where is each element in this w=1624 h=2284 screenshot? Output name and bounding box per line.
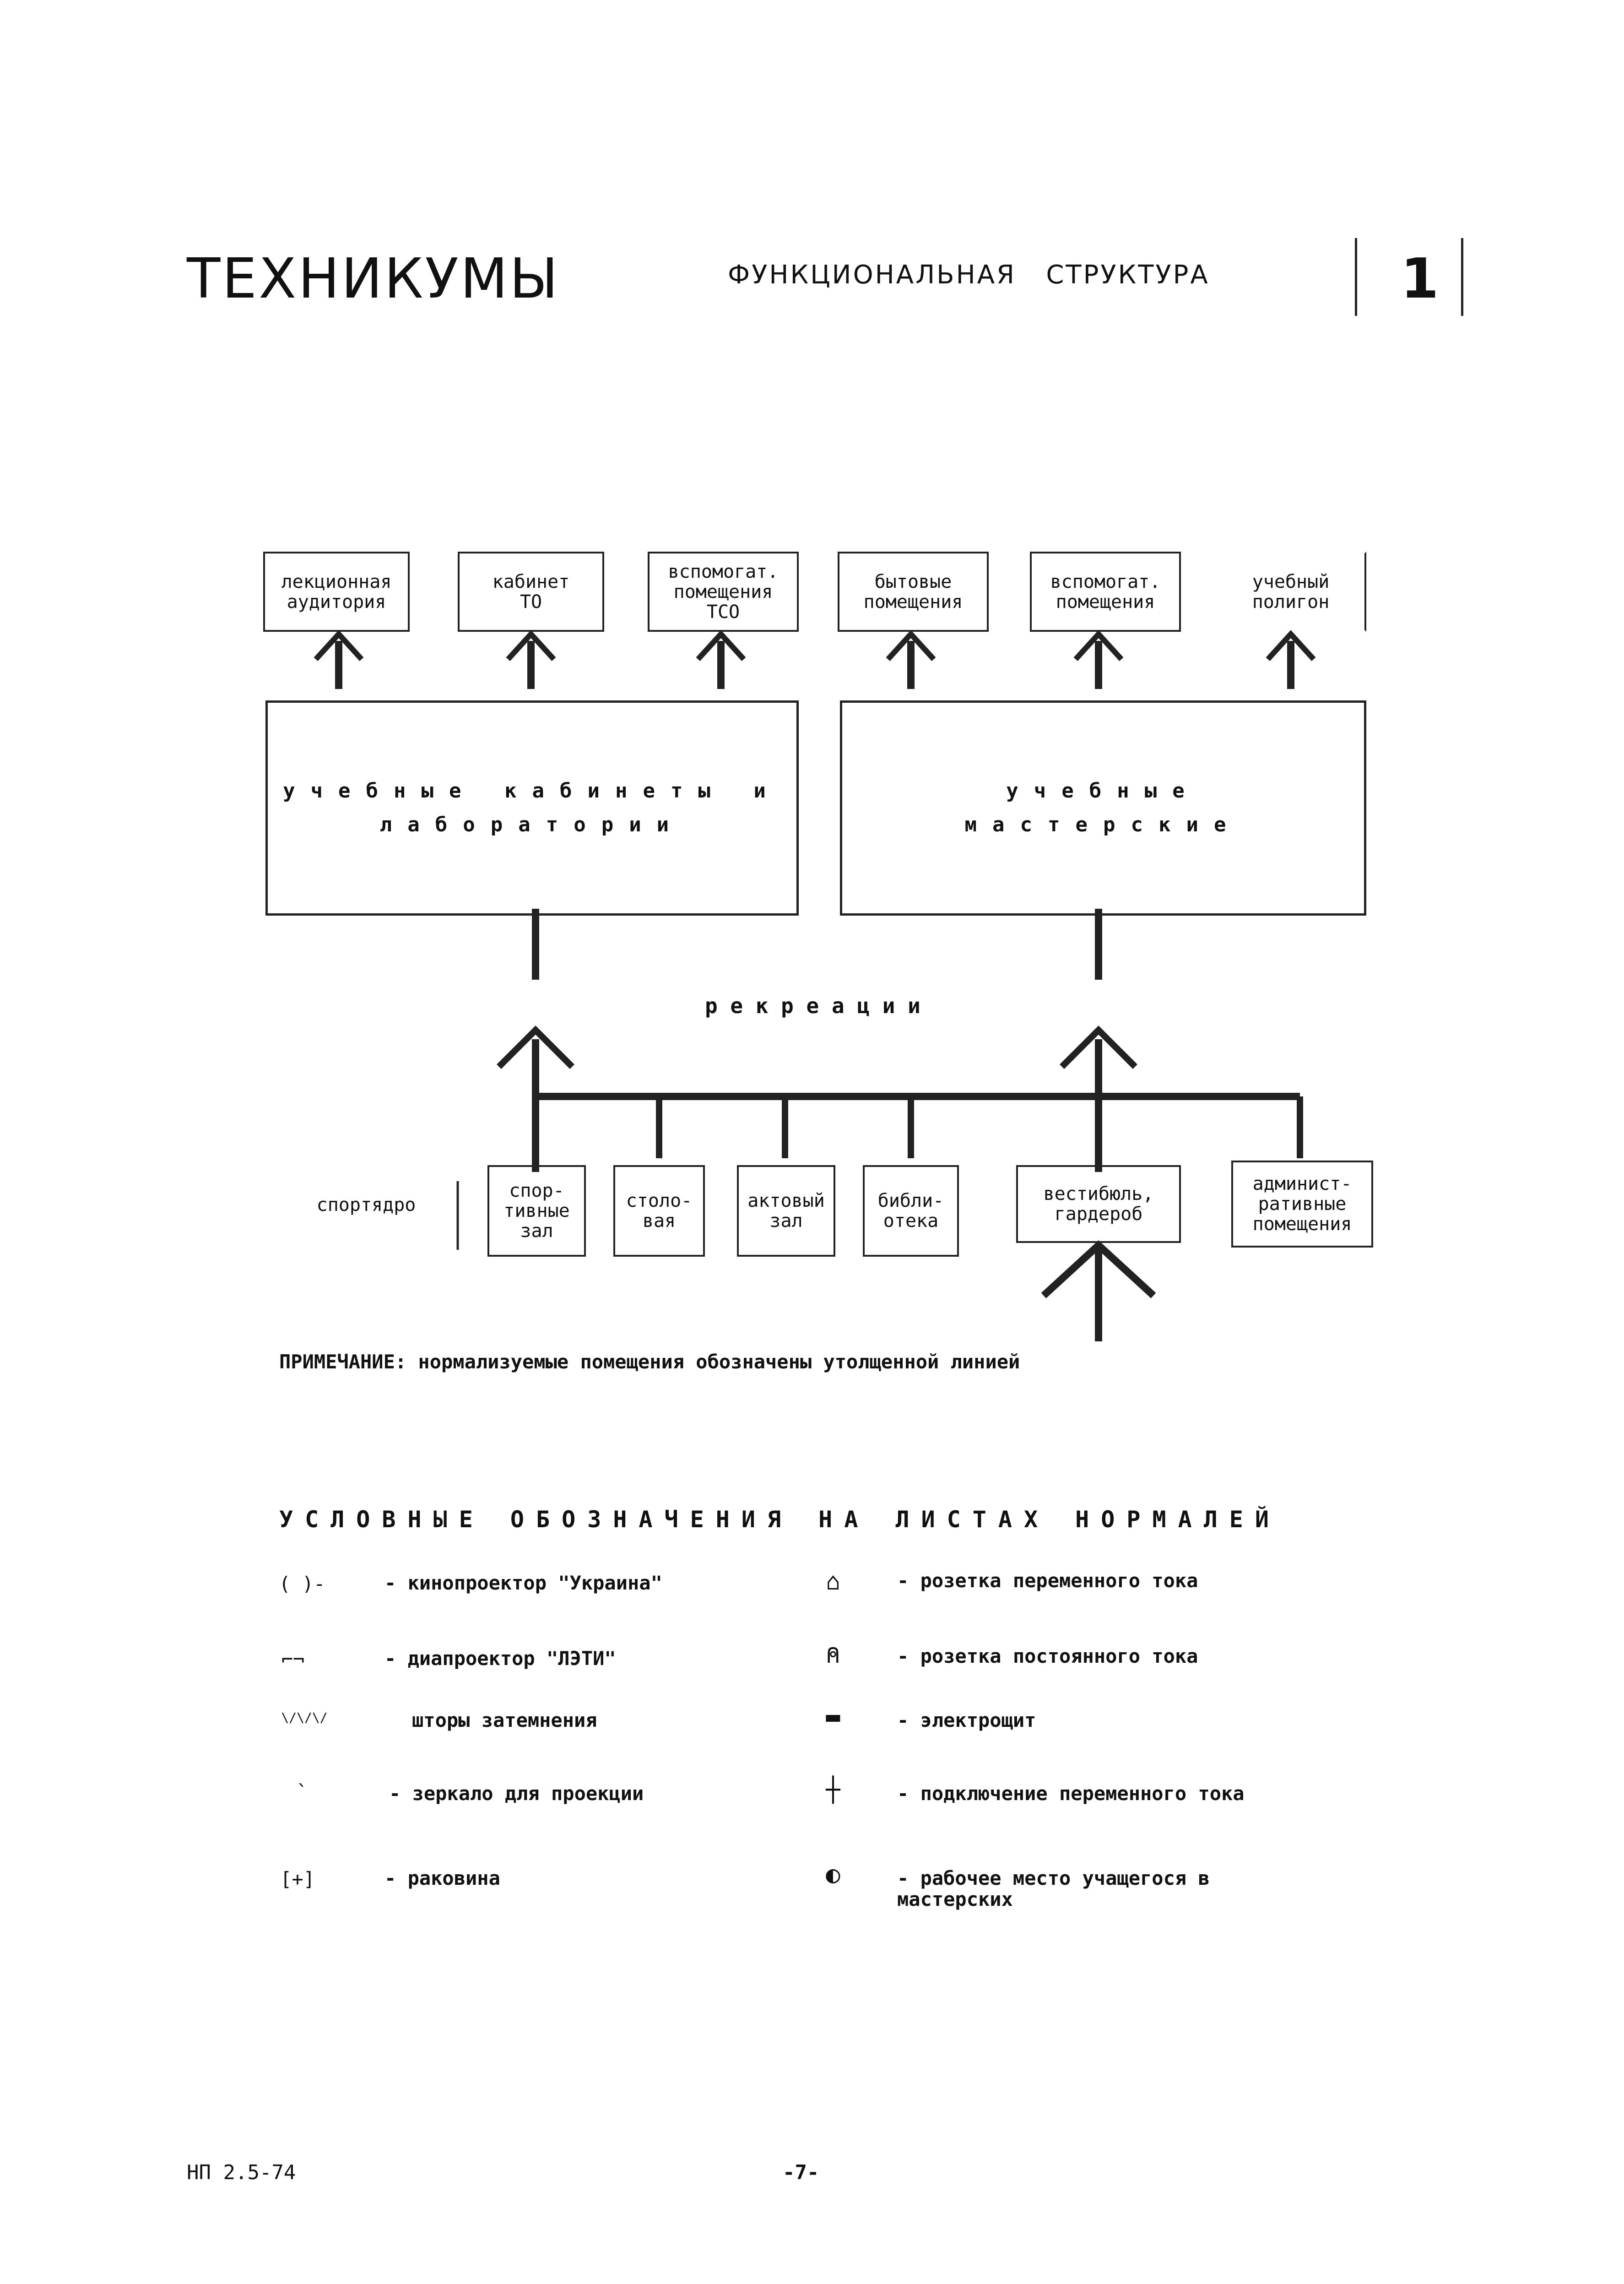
arrow-to-aux	[1073, 630, 1124, 689]
box-dining: столо- вая	[613, 1165, 705, 1257]
arrow-entrance	[1041, 1240, 1156, 1341]
box-aux-rooms: вспомогат. помещения	[1030, 552, 1181, 632]
document-code: НП 2.5-74	[187, 2161, 296, 2184]
ac-socket-icon: ⌂	[826, 1568, 840, 1595]
legend-item-sink: - раковина	[384, 1867, 500, 1889]
box-household: бытовые помещения	[838, 552, 989, 632]
arrow-to-cabinet-to	[506, 630, 556, 689]
label-recreation: р е к р е а ц и и	[705, 993, 920, 1018]
box-vestibule: вестибюль, гардероб	[1016, 1165, 1181, 1243]
arrow-recreation-left	[497, 1025, 574, 1172]
box-library: библи- отека	[863, 1165, 959, 1257]
diagram-arrows	[314, 630, 1316, 1341]
legend-item-ac-connection: - подключение переменного тока	[897, 1782, 1245, 1805]
sink-icon: [+]	[280, 1868, 315, 1890]
projection-mirror-icon: `	[296, 1781, 308, 1803]
switchboard-icon: ▬	[826, 1703, 840, 1731]
page-subtitle: ФУНКЦИОНАЛЬНАЯ СТРУКТУРА	[728, 260, 1210, 290]
legend-item-projection-mirror: - зеркало для проекции	[389, 1782, 644, 1805]
dc-socket-icon: ⍝	[826, 1641, 840, 1669]
box-training-polygon: учебный полигон	[1215, 552, 1366, 632]
legend-item-student-workplace: - рабочее место учащегося в мастерских	[897, 1867, 1210, 1910]
diagram-note: ПРИМЕЧАНИЕ: нормализуемые помещения обоз…	[279, 1351, 1020, 1373]
box-workshops: учебные мастерские	[840, 700, 1366, 916]
box-sports-hall: спор- тивные зал	[487, 1165, 586, 1257]
box-cabinets-labs: учебные кабинеты и лаборатории	[265, 700, 799, 916]
arrow-to-household	[886, 630, 936, 689]
legend-item-projector-ukraina: - кинопроектор "Украина"	[384, 1572, 662, 1594]
box-assembly-hall: актовый зал	[737, 1165, 835, 1257]
arrow-to-polygon	[1266, 630, 1316, 689]
box-cabinet-to: кабинет ТО	[458, 552, 604, 632]
arrow-to-tso	[696, 630, 746, 689]
legend-item-ac-socket: - розетка переменного тока	[897, 1569, 1198, 1592]
label-sport-core: спортядро	[316, 1194, 416, 1215]
blackout-curtains-icon: \/\/\/	[281, 1710, 328, 1725]
legend-item-dc-socket: - розетка постоянного тока	[897, 1645, 1198, 1667]
header-divider-left	[1355, 238, 1357, 316]
page-title: ТЕХНИКУМЫ	[187, 247, 560, 311]
legend-title: УСЛОВНЫЕ ОБОЗНАЧЕНИЯ НА ЛИСТАХ НОРМАЛЕЙ	[279, 1506, 1281, 1533]
arrow-to-lecture	[314, 630, 364, 689]
ac-connection-icon: ┼	[826, 1776, 840, 1804]
student-workplace-icon: ◐	[826, 1861, 840, 1888]
box-admin: админист- ративные помещения	[1231, 1161, 1373, 1248]
legend-item-switchboard: - электрощит	[897, 1709, 1036, 1731]
box-lecture-hall: лекционная аудитория	[263, 552, 410, 632]
arrow-recreation-right	[1060, 1025, 1137, 1172]
legend-item-slide-projector: - диапроектор "ЛЭТИ"	[384, 1647, 616, 1670]
sheet-number: 1	[1401, 247, 1441, 311]
page-number: -7-	[783, 2161, 819, 2184]
projector-ukraina-icon: ( )-	[279, 1573, 325, 1595]
header-divider-right	[1461, 238, 1463, 316]
legend-item-blackout-curtains: шторы затемнения	[412, 1709, 597, 1731]
box-aux-tso: вспомогат. помещения ТСО	[648, 552, 799, 632]
slide-projector-icon: ⌐¬	[281, 1648, 305, 1671]
